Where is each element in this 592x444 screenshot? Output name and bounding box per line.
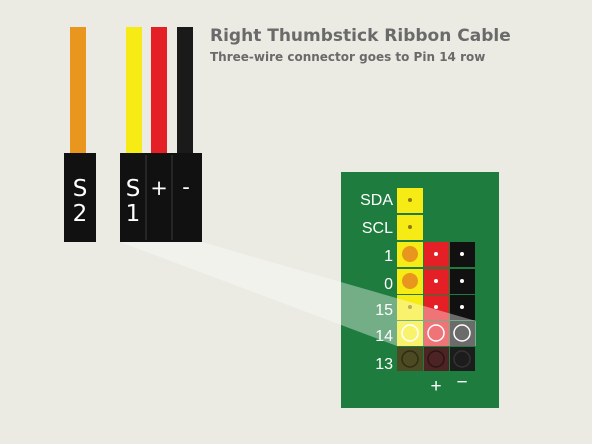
s2-orange-wire bbox=[70, 27, 86, 153]
projection-beam bbox=[120, 242, 476, 346]
three-wire-connector: S 1 + - bbox=[120, 153, 202, 242]
servo-board: SDA SCL 1 0 15 14 13 bbox=[341, 172, 499, 408]
s1-label-s: S bbox=[126, 176, 141, 202]
row-label-14: 14 bbox=[375, 328, 393, 345]
minus-label: - bbox=[182, 175, 190, 199]
row-label-15: 15 bbox=[375, 302, 393, 319]
minus-black-wire bbox=[177, 27, 193, 153]
pin-row-1 bbox=[397, 242, 475, 267]
plus-label: + bbox=[150, 176, 168, 200]
s1-label-1: 1 bbox=[126, 201, 141, 227]
plus-red-wire bbox=[151, 27, 167, 153]
s2-label-2: 2 bbox=[73, 201, 88, 227]
pin-row-14 bbox=[397, 321, 475, 346]
row-label-13: 13 bbox=[375, 356, 393, 373]
diagram-title: Right Thumbstick Ribbon Cable bbox=[210, 26, 511, 46]
s2-label-s: S bbox=[73, 176, 88, 202]
pin-row-0 bbox=[397, 269, 475, 294]
row-label-scl: SCL bbox=[362, 220, 393, 237]
pin-sda bbox=[397, 188, 423, 213]
pin-scl bbox=[397, 215, 423, 240]
row-label-sda: SDA bbox=[360, 192, 393, 209]
s1-yellow-wire bbox=[126, 27, 142, 153]
diagram-subtitle: Three-wire connector goes to Pin 14 row bbox=[210, 50, 486, 64]
pin-row-15 bbox=[397, 295, 475, 320]
pin-row-13 bbox=[397, 347, 475, 371]
board-plus-label: + bbox=[430, 376, 441, 397]
board-minus-label: − bbox=[456, 372, 467, 393]
s2-connector: S 2 bbox=[64, 153, 96, 242]
row-label-1: 1 bbox=[384, 248, 393, 265]
row-label-0: 0 bbox=[384, 276, 393, 293]
